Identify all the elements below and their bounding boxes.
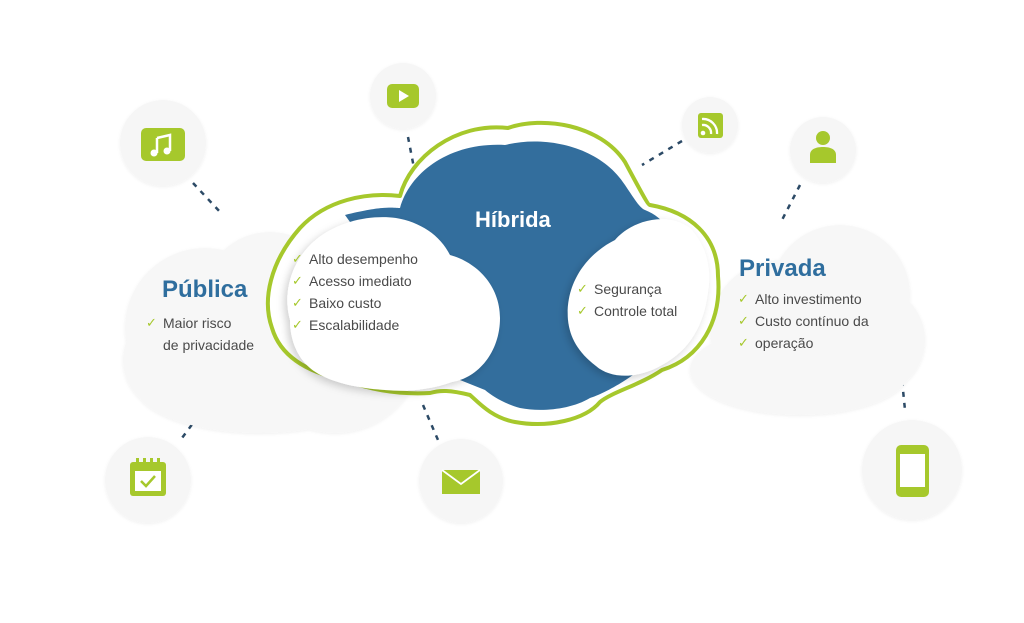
bubble-user[interactable] — [790, 117, 856, 183]
hibrida-item-label: Controle total — [594, 303, 678, 319]
rss-icon — [698, 113, 723, 138]
connector-mail — [421, 404, 440, 441]
bubble-rss[interactable] — [682, 97, 738, 153]
connector-play — [406, 136, 416, 169]
music-icon — [141, 128, 185, 161]
check-icon: ✓ — [292, 251, 303, 266]
check-icon: ✓ — [738, 291, 749, 306]
hibrida-title: Híbrida — [475, 207, 551, 232]
connector-lines — [180, 136, 907, 441]
hibrida-left-list: ✓ Alto desempenho ✓ Acesso imediato ✓ Baixo… — [292, 248, 418, 336]
privada-cloud — [690, 225, 925, 415]
list-item: ✓ Baixo custo — [292, 292, 418, 314]
hibrida-inner-left — [287, 217, 500, 391]
check-icon: ✓ — [146, 315, 157, 330]
check-icon: ✓ — [292, 317, 303, 332]
hibrida-item-label: Escalabilidade — [309, 317, 400, 333]
hibrida-cloud — [265, 120, 721, 426]
check-icon: ✓ — [292, 273, 303, 288]
privada-title: Privada — [739, 255, 826, 282]
hibrida-item-label: Baixo custo — [309, 295, 382, 311]
check-icon: ✓ — [577, 281, 588, 296]
list-item: ✓ Alto desempenho — [292, 248, 418, 270]
user-icon — [810, 131, 836, 163]
check-icon: ✓ — [577, 303, 588, 318]
bubble-music[interactable] — [120, 100, 206, 186]
list-item: ✓ Custo contínuo da — [738, 310, 869, 332]
connector-rss — [641, 139, 683, 167]
bubble-mail[interactable] — [419, 439, 503, 523]
play-icon — [387, 84, 419, 108]
phone-icon — [896, 445, 929, 497]
privada-item-label: Custo contínuo da — [755, 313, 869, 329]
mail-icon — [441, 469, 481, 494]
calendar-icon — [130, 458, 166, 496]
list-item: ✓ Escalabilidade — [292, 314, 418, 336]
privada-list: ✓ Alto investimento ✓ Custo contínuo da ✓ o… — [738, 288, 869, 354]
connector-music — [192, 182, 222, 214]
publica-item-label: Maior risco — [163, 315, 232, 331]
privada-item-label-cont: operação — [755, 335, 814, 351]
check-icon: ✓ — [292, 295, 303, 310]
bubble-play[interactable] — [370, 63, 436, 129]
list-item: ✓ Segurança — [577, 278, 677, 300]
hibrida-inner-right — [567, 219, 710, 376]
list-item: ✓ Maior risco — [146, 312, 254, 334]
privada-item-label: Alto investimento — [755, 291, 862, 307]
hibrida-item-label: Acesso imediato — [309, 273, 412, 289]
publica-title: Pública — [162, 276, 248, 303]
hibrida-right-list: ✓ Segurança ✓ Controle total — [577, 278, 677, 322]
list-item: ✓ operação — [738, 332, 869, 354]
bubble-calendar[interactable] — [105, 437, 191, 523]
connector-user — [780, 184, 802, 221]
check-icon: ✓ — [738, 335, 749, 350]
list-item: ✓ Alto investimento — [738, 288, 869, 310]
check-icon: ✓ — [738, 313, 749, 328]
list-item-continuation: de privacidade — [146, 334, 254, 356]
publica-item-label-cont: de privacidade — [163, 337, 255, 353]
hibrida-item-label: Segurança — [594, 281, 662, 297]
list-item: ✓ Controle total — [577, 300, 677, 322]
publica-list: ✓ Maior risco de privacidade — [146, 312, 254, 356]
hibrida-item-label: Alto desempenho — [309, 251, 418, 267]
connector-phone — [899, 369, 907, 411]
list-item: ✓ Acesso imediato — [292, 270, 418, 292]
bubble-phone[interactable] — [862, 420, 962, 520]
